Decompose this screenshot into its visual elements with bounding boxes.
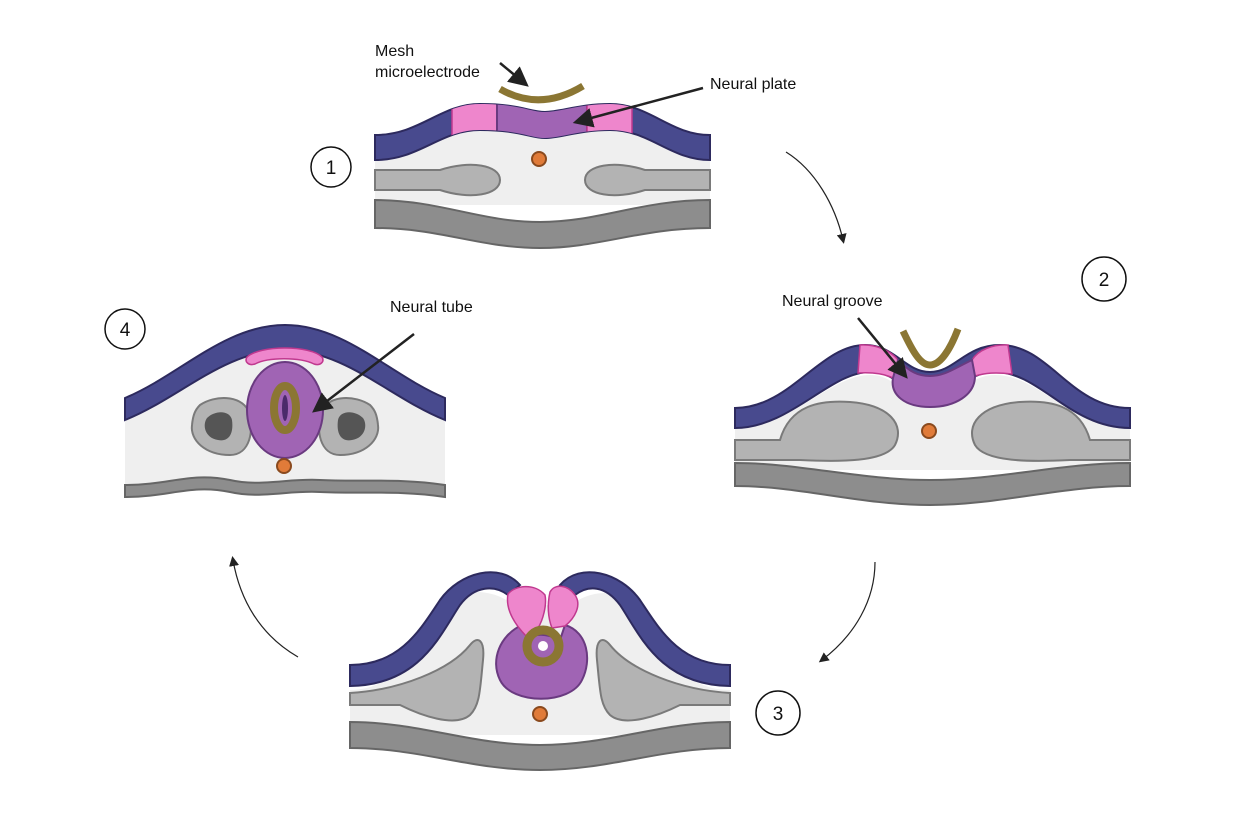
cycle-arrow-1-to-2 — [785, 151, 847, 244]
mesh-microelectrode-label: Mesh — [375, 43, 414, 60]
neural-plate-label: Neural plate — [710, 76, 796, 93]
ectoderm — [124, 323, 446, 422]
step-circle — [104, 308, 146, 350]
pointer-arrow — [499, 62, 529, 87]
neural-crest-right — [547, 585, 579, 629]
ectoderm-right — [558, 571, 731, 688]
notochord — [532, 706, 548, 722]
electrode-lumen — [538, 641, 548, 651]
neural-groove-label: Neural groove — [782, 293, 883, 310]
mesoderm — [734, 400, 1131, 462]
step-circle — [755, 690, 801, 736]
neural-crest — [245, 347, 324, 366]
mesh-microelectrode — [270, 382, 300, 434]
stage-1-neural-plate: Mesh microelectrode Neural plate 1 — [310, 43, 796, 250]
somite-right-core — [337, 412, 366, 441]
endoderm — [734, 461, 1131, 507]
endoderm — [374, 198, 711, 250]
pointer-arrow — [857, 317, 908, 379]
mesh-microelectrode — [899, 327, 962, 369]
stage-3-neural-fold: 3 — [349, 571, 801, 772]
notochord — [531, 151, 547, 167]
stage-4-neural-tube: Neural tube 4 — [104, 299, 473, 499]
mesh-microelectrode — [522, 625, 564, 667]
endoderm — [349, 720, 731, 772]
neural-crest-left — [506, 585, 547, 640]
step-number: 4 — [120, 320, 131, 341]
mesoderm — [349, 639, 731, 722]
step-circle — [1081, 256, 1127, 302]
cycle-arrow-2-to-3 — [818, 561, 876, 663]
somite-left-core — [204, 412, 233, 441]
mesoderm — [374, 163, 711, 197]
notochord — [921, 423, 937, 439]
stage-2-neural-groove: Neural groove 2 — [734, 256, 1131, 507]
neural-canal — [282, 395, 288, 421]
neural-tube-label: Neural tube — [390, 299, 473, 316]
pointer-arrow — [572, 86, 704, 128]
ectoderm-left — [349, 571, 522, 688]
cycle-arrow-3-to-4 — [229, 556, 299, 658]
endoderm — [124, 476, 446, 499]
step-number: 2 — [1099, 270, 1110, 291]
step-number: 3 — [773, 704, 784, 725]
pointer-arrow — [312, 333, 415, 413]
notochord — [276, 458, 292, 474]
neural-groove — [891, 358, 977, 409]
mesh-microelectrode — [498, 82, 585, 104]
step-number: 1 — [326, 158, 337, 179]
mesh-microelectrode-label-2: microelectrode — [375, 64, 480, 81]
step-circle — [310, 146, 352, 188]
